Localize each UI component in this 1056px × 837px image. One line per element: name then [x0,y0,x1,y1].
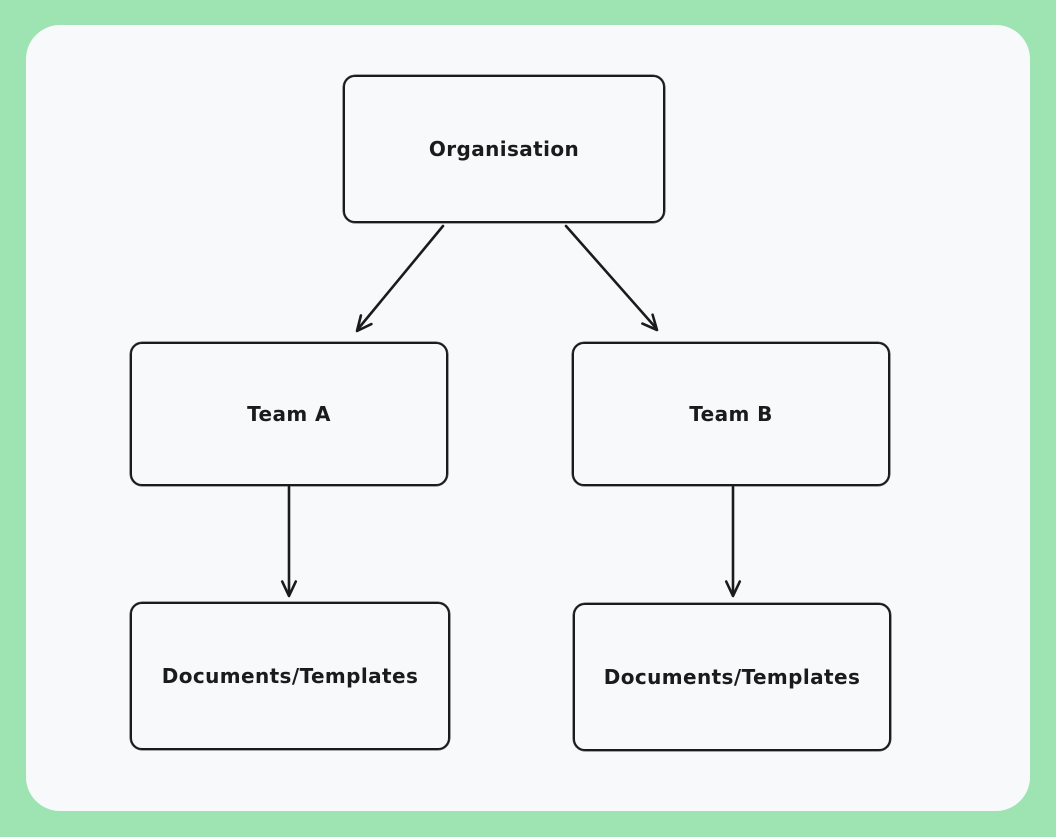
arrowhead-icon [355,314,373,333]
edge-team-a-docs-a [280,485,298,598]
edge-organisation-team-a [355,224,445,333]
arrowhead-icon [280,580,298,598]
node-organisation: Organisation [343,75,665,223]
node-team-b-label: Team B [689,402,773,426]
arrowhead-icon [724,580,742,598]
node-documents-templates-a: Documents/Templates [130,602,450,750]
node-documents-templates-a-label: Documents/Templates [161,664,419,688]
node-organisation-label: Organisation [428,137,580,161]
node-team-a-label: Team A [247,402,331,426]
node-documents-templates-b-label: Documents/Templates [603,665,861,689]
node-team-b: Team B [572,342,890,486]
diagram-canvas: Organisation Team A Team B Documents/Tem… [26,25,1030,811]
node-documents-templates-b: Documents/Templates [573,603,891,751]
arrowhead-icon [641,313,659,332]
edge-organisation-team-b [564,224,659,332]
edge-team-b-docs-b [724,485,742,598]
node-team-a: Team A [130,342,448,486]
